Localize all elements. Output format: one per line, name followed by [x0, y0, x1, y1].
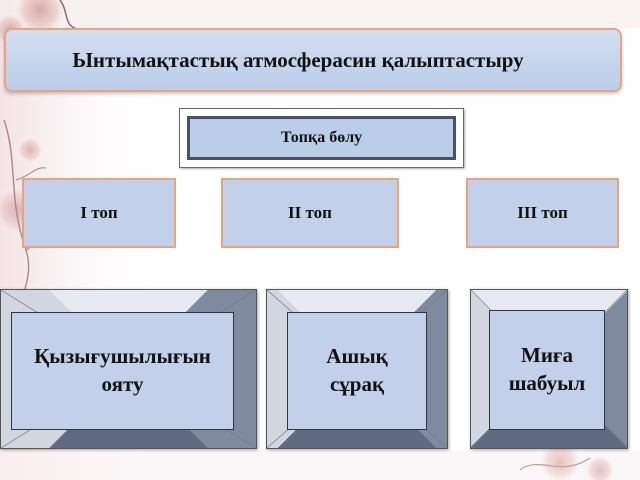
method-box-1: Қызығушылығын ояту — [0, 289, 257, 449]
grouping-label: Топқа бөлу — [280, 129, 363, 146]
group-label-1: I топ — [80, 203, 118, 222]
grouping-box: Топқа бөлу — [179, 108, 464, 168]
method-2-line-2: сұрақ — [329, 372, 385, 396]
method-1-line-1: Қызығушылығын — [34, 344, 211, 369]
method-3-line-2: шабуыл — [508, 371, 586, 395]
group-box-2: II топ — [221, 178, 399, 248]
method-2-line-1: Ашық — [326, 344, 388, 369]
title-box: Ынтымақтастық атмосферасин қалыптастыру — [4, 28, 622, 92]
group-box-1: I топ — [22, 178, 176, 248]
method-3-line-1: Миға — [521, 343, 573, 368]
grouping-box-face: Топқа бөлу — [187, 116, 456, 160]
title-text: Ынтымақтастық атмосферасин қалыптастыру — [72, 47, 524, 72]
method-box-1-face: Қызығушылығын ояту — [11, 312, 234, 430]
method-box-2: Ашық сұрақ — [266, 289, 448, 449]
method-box-3-face: Миға шабуыл — [489, 310, 605, 430]
flower-bottom — [519, 440, 616, 480]
method-box-2-face: Ашық сұрақ — [287, 312, 427, 430]
method-box-3: Миға шабуыл — [470, 289, 628, 449]
group-label-3: III топ — [517, 203, 568, 222]
group-box-3: III топ — [466, 178, 619, 248]
method-1-line-2: ояту — [101, 372, 144, 396]
group-label-2: II топ — [288, 203, 332, 222]
